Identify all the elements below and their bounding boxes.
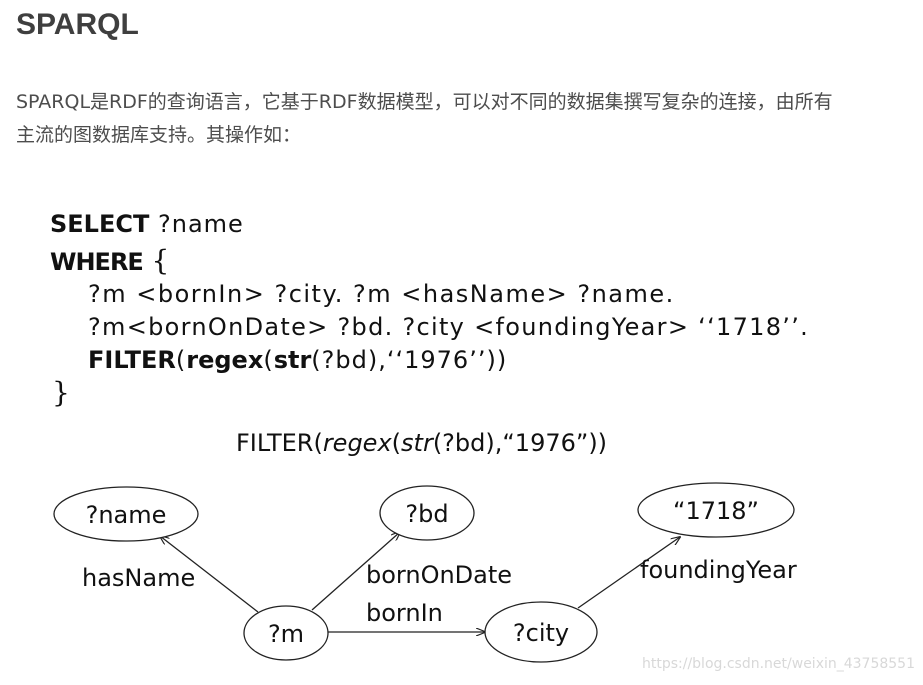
edge-bornOnDate <box>311 532 400 611</box>
edge-label-bornIn: bornIn <box>366 599 443 627</box>
edge-foundingYear <box>577 537 680 609</box>
node-bd-label: ?bd <box>405 500 448 528</box>
edge-hasName <box>160 536 259 613</box>
str-keyword: str <box>273 346 312 374</box>
filter-arguments: (?bd),‘‘1976’’)) <box>311 346 508 374</box>
article-heading: SPARQL <box>16 8 139 41</box>
query-line-select: SELECT ?name <box>50 210 244 238</box>
select-keyword: SELECT <box>50 210 150 238</box>
select-variable: ?name <box>158 210 244 238</box>
query-line-4: ?m<bornOnDate> ?bd. ?city <foundingYear>… <box>88 313 810 341</box>
close-brace: } <box>52 376 71 409</box>
query-line-where: WHERE { <box>50 244 170 277</box>
node-name-label: ?name <box>86 501 167 529</box>
node-m <box>243 605 329 661</box>
edge-label-foundingYear: foundingYear <box>640 556 797 584</box>
node-name <box>53 486 199 542</box>
edge-label-bornOnDate: bornOnDate <box>366 561 512 589</box>
query-line-filter: FILTER(regex(str(?bd),‘‘1976’’)) <box>88 346 507 374</box>
filter-caption: FILTER(regex(str(?bd),“1976”)) <box>236 429 607 457</box>
node-year-label: “1718” <box>673 497 759 525</box>
node-city-label: ?city <box>513 619 569 647</box>
where-keyword: WHERE <box>50 248 144 276</box>
query-line-3: ?m <bornIn> ?city. ?m <hasName> ?name. <box>88 280 675 308</box>
watermark: https://blog.csdn.net/weixin_43758551 <box>641 656 915 672</box>
regex-open-paren: ( <box>263 346 274 374</box>
article-paragraph: SPARQL是RDF的查询语言，它基于RDF数据模型，可以对不同的数据集撰写复杂… <box>16 86 916 152</box>
paragraph-line-1: SPARQL是RDF的查询语言，它基于RDF数据模型，可以对不同的数据集撰写复杂… <box>16 91 833 113</box>
filter-open-paren: ( <box>175 346 187 374</box>
open-brace: { <box>151 244 171 277</box>
regex-keyword: regex <box>186 346 264 374</box>
paragraph-line-2: 主流的图数据库支持。其操作如： <box>16 124 302 146</box>
edge-label-hasName: hasName <box>82 564 195 592</box>
node-year <box>637 482 795 538</box>
node-city <box>484 601 598 663</box>
node-bd <box>379 485 475 541</box>
filter-keyword: FILTER <box>88 346 176 374</box>
node-m-label: ?m <box>268 620 304 648</box>
